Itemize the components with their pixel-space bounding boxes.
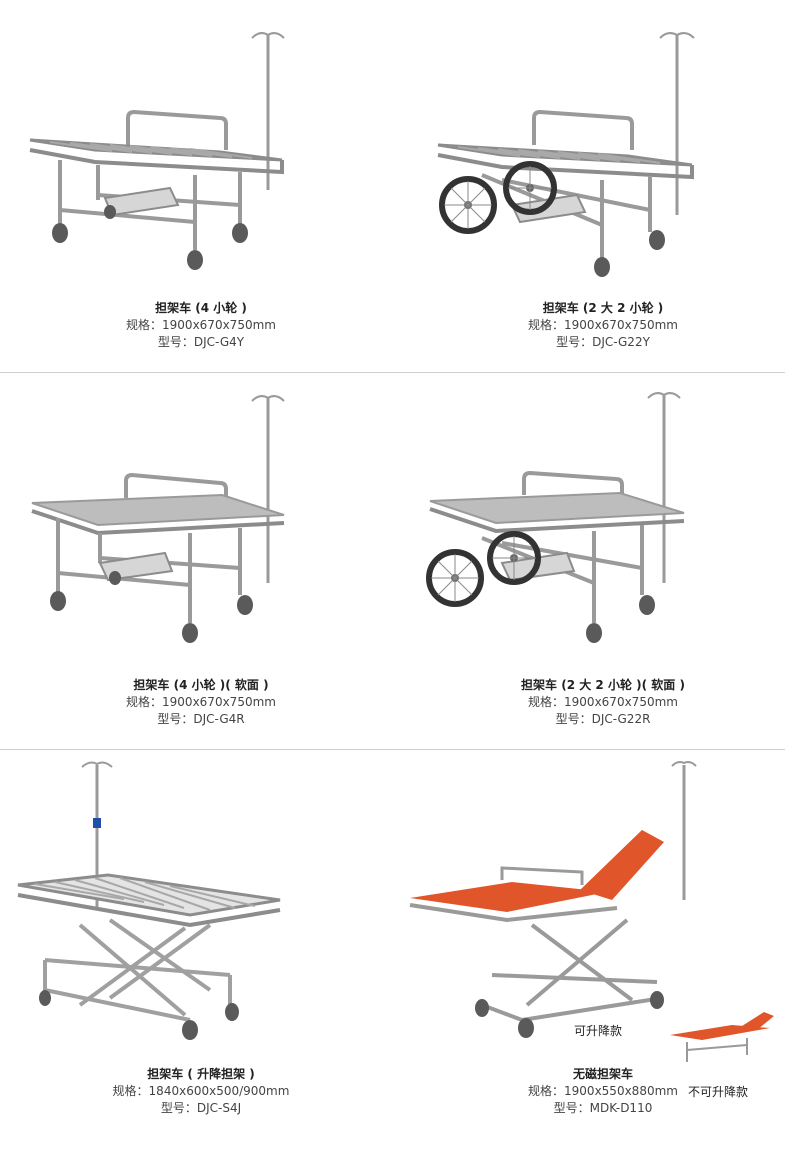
product-card-6: 可升降款 不可升降款 无磁担架车 规格：1900x550x880mm 型号：MD…	[402, 750, 804, 1167]
product-name: 担架车 ( 升降担架 )	[147, 1067, 255, 1081]
product-name: 担架车 (4 小轮 )	[155, 301, 247, 315]
product-name: 担架车 (2 大 2 小轮 )( 软面 )	[521, 678, 685, 692]
stretcher-image-3	[31, 395, 285, 643]
row-divider-2	[0, 749, 785, 750]
product-model: 型号：DJC-G4Y	[157, 335, 245, 349]
product-name: 无磁担架车	[572, 1067, 633, 1081]
product-model: 型号：MDK-D110	[553, 1101, 653, 1115]
stretcher-image-6	[409, 761, 774, 1062]
product-spec: 规格：1900x670x750mm	[528, 318, 678, 332]
note-adjustable: 可升降款	[574, 1024, 623, 1038]
product-spec: 规格：1840x600x500/900mm	[112, 1084, 290, 1098]
product-card-3: 担架车 (4 小轮 )( 软面 ) 规格：1900x670x750mm 型号：D…	[0, 373, 402, 748]
stretcher-image-5	[17, 761, 281, 1040]
product-card-2: 担架车 (2 大 2 小轮 ) 规格：1900x670x750mm 型号：DJC…	[402, 0, 804, 370]
stretcher-image-2	[437, 32, 695, 277]
product-spec: 规格：1900x670x750mm	[126, 318, 276, 332]
stretcher-image-1	[29, 32, 285, 270]
product-model: 型号：DJC-S4J	[160, 1101, 242, 1115]
product-name: 担架车 (4 小轮 )( 软面 )	[133, 678, 269, 692]
product-model: 型号：DJC-G22Y	[556, 335, 650, 349]
product-model: 型号：DJC-G4R	[157, 712, 245, 726]
product-spec: 规格：1900x670x750mm	[126, 695, 276, 709]
product-model: 型号：DJC-G22R	[555, 712, 651, 726]
product-name: 担架车 (2 大 2 小轮 )	[542, 301, 664, 315]
product-card-5: 担架车 ( 升降担架 ) 规格：1840x600x500/900mm 型号：DJ…	[0, 750, 402, 1167]
product-card-4: 担架车 (2 大 2 小轮 )( 软面 ) 规格：1900x670x750mm …	[402, 373, 804, 748]
product-spec: 规格：1900x670x750mm	[528, 695, 678, 709]
note-fixed: 不可升降款	[688, 1085, 749, 1099]
stretcher-image-4	[426, 392, 685, 643]
row-divider-1	[0, 372, 785, 373]
product-spec: 规格：1900x550x880mm	[528, 1084, 678, 1098]
product-card-1: 担架车 (4 小轮 ) 规格：1900x670x750mm 型号：DJC-G4Y	[0, 0, 402, 370]
